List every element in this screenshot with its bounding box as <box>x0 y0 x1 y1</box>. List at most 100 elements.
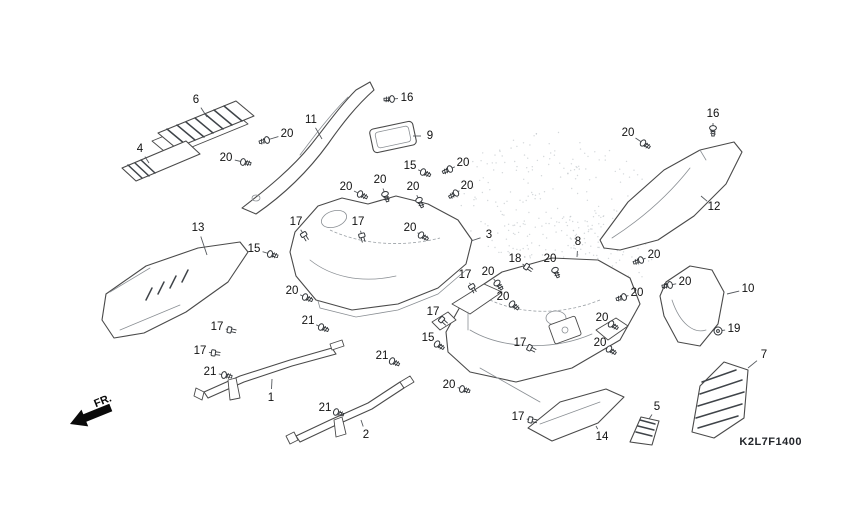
part-2-drop-leg <box>333 416 347 438</box>
stipple-dot <box>619 168 621 170</box>
stipple-dot <box>566 224 569 227</box>
stipple-dot <box>487 181 489 184</box>
callout-label-17: 17 <box>459 269 472 281</box>
stipple-dot <box>516 145 518 148</box>
stipple-dot <box>561 251 563 253</box>
stipple-dot <box>512 247 514 250</box>
callout-label-20: 20 <box>340 181 353 193</box>
callout-label-4: 4 <box>137 143 144 155</box>
stipple-dot <box>641 178 643 180</box>
stipple-dot <box>506 200 508 202</box>
stipple-dot <box>566 234 568 236</box>
stipple-dot <box>580 248 582 250</box>
stipple-dot <box>573 244 575 247</box>
part-1-front-floor-rail <box>203 347 337 399</box>
stipple-dot <box>545 249 547 251</box>
stipple-dot <box>510 147 512 149</box>
front-direction-indicator: FR. <box>70 392 113 427</box>
stipple-dot <box>491 239 493 242</box>
leader-line-5 <box>648 414 653 420</box>
callout-label-8: 8 <box>575 236 581 248</box>
stipple-dot <box>527 248 529 250</box>
stipple-dot <box>584 242 586 244</box>
callout-label-17: 17 <box>352 216 365 228</box>
screw-icon <box>458 384 472 396</box>
stipple-dot <box>463 193 465 195</box>
stipple-dot <box>507 250 509 253</box>
stipple-dot <box>588 229 590 231</box>
stipple-dot <box>575 233 578 236</box>
stipple-dot <box>574 237 576 240</box>
stipple-dot <box>614 170 616 173</box>
callout-label-20: 20 <box>220 152 233 164</box>
stipple-dot <box>572 220 574 223</box>
callout-label-20: 20 <box>631 287 644 299</box>
callout-label-17: 17 <box>514 337 527 349</box>
stipple-dot <box>598 215 600 217</box>
stipple-dot <box>561 217 564 220</box>
stipple-dot <box>531 191 533 194</box>
stipple-dot <box>494 154 496 156</box>
stipple-dot <box>585 168 587 170</box>
callout-label-12: 12 <box>708 201 721 213</box>
stipple-dot <box>516 222 518 224</box>
stipple-dot <box>584 253 587 255</box>
stipple-dot <box>574 235 577 237</box>
stipple-dot <box>597 257 599 260</box>
stipple-dot <box>597 241 599 243</box>
stipple-dot <box>538 217 540 219</box>
stipple-dot <box>550 152 552 154</box>
stipple-dot <box>633 169 635 171</box>
callout-label-17: 17 <box>512 411 525 423</box>
stipple-dot <box>528 211 530 214</box>
stipple-dot <box>524 256 526 258</box>
stipple-dot <box>504 225 506 227</box>
stipple-dot <box>500 210 502 212</box>
callout-label-18: 18 <box>509 253 522 265</box>
stipple-dot <box>526 167 528 169</box>
stipple-dot <box>509 191 512 193</box>
stipple-dot <box>573 247 575 249</box>
leader-line-6 <box>200 107 208 118</box>
part-5-small-garnish <box>629 416 660 446</box>
stipple-dot <box>473 199 475 201</box>
part-4-stripes <box>127 159 156 179</box>
stipple-dot <box>590 228 592 230</box>
part-13-hatch <box>145 269 189 301</box>
stipple-dot <box>653 249 655 252</box>
stipple-dot <box>569 219 571 221</box>
stipple-dot <box>487 245 489 248</box>
part-3-edge-thickness <box>317 269 467 318</box>
stipple-dot <box>576 192 579 195</box>
stipple-dot <box>596 254 598 257</box>
stipple-dot <box>523 178 525 180</box>
part-2-left-foot <box>285 431 299 445</box>
callout-label-5: 5 <box>654 401 660 413</box>
stipple-dot <box>548 163 550 166</box>
stipple-dot <box>514 233 516 236</box>
screw-icon <box>316 322 331 334</box>
stipple-dot <box>545 222 547 225</box>
stipple-dot <box>598 246 600 249</box>
stipple-dot <box>529 257 531 259</box>
stipple-dot <box>597 236 599 238</box>
stipple-dot <box>576 166 578 169</box>
screw-icon <box>266 249 280 261</box>
stipple-dot <box>572 230 575 232</box>
callout-label-21: 21 <box>319 402 332 414</box>
stipple-dot <box>618 259 621 261</box>
stipple-dot <box>487 199 489 202</box>
stipple-dot <box>586 191 588 193</box>
grommet-icon <box>713 326 723 336</box>
stipple-dot <box>501 155 503 157</box>
stipple-dot <box>569 216 571 218</box>
stipple-dot <box>587 230 590 233</box>
clip-icon <box>210 349 221 358</box>
callout-label-20: 20 <box>443 379 456 391</box>
stipple-dot <box>607 257 610 260</box>
stipple-dot <box>578 168 580 170</box>
stipple-dot <box>554 249 556 251</box>
stipple-dot <box>615 262 617 264</box>
